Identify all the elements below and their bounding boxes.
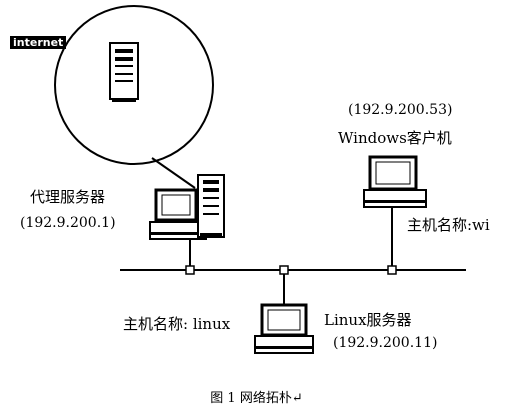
windows-junction	[387, 265, 397, 275]
windows-client-title: Windows客户机	[338, 129, 452, 147]
windows-client-icon	[363, 155, 427, 208]
linux-server-ip: (192.9.200.11)	[333, 335, 438, 351]
proxy-server-title: 代理服务器	[30, 188, 106, 206]
windows-client-hostname: 主机名称:wi	[407, 216, 490, 234]
windows-client-ip: (192.9.200.53)	[348, 102, 453, 118]
linux-server-title: Linux服务器	[324, 311, 412, 329]
linux-server-icon	[254, 303, 314, 354]
internet-server-icon	[109, 42, 139, 102]
linux-server-hostname: 主机名称: linux	[123, 315, 231, 333]
internet-link-line	[151, 157, 196, 189]
proxy-server-ip: (192.9.200.1)	[20, 215, 116, 231]
proxy-junction	[185, 265, 195, 275]
proxy-server-icon	[149, 174, 225, 240]
linux-junction	[279, 265, 289, 275]
internet-label: internet	[10, 36, 67, 49]
figure-caption: 图 1 网络拓朴↵	[210, 391, 303, 406]
